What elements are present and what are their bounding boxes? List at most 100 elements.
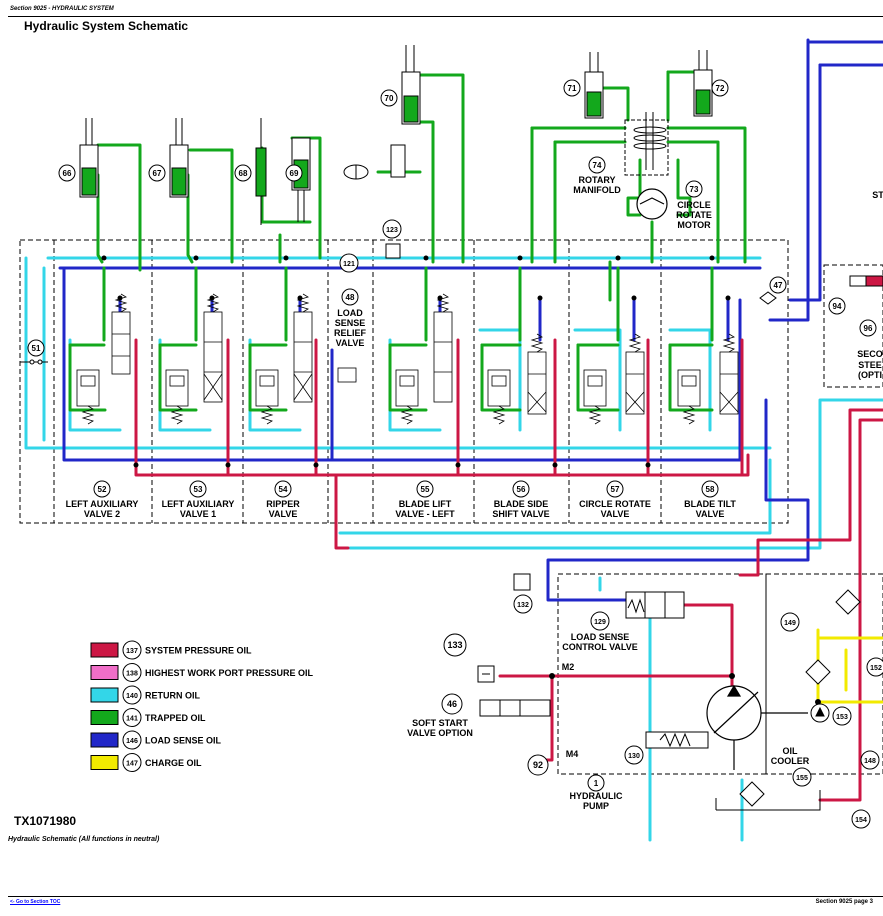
svg-text:140: 140 [126,693,138,700]
callout-129: 129 [590,611,610,631]
legend-swatch [90,732,119,748]
check-47 [759,291,777,305]
cut-label-opti: (OPTI [858,370,882,380]
svg-text:66: 66 [63,169,72,178]
callout-132: 132 [513,594,533,614]
svg-text:CIRCLE ROTATE: CIRCLE ROTATE [579,499,651,509]
motor-label-2: ROTATE [676,210,712,220]
svg-text:154: 154 [855,817,867,824]
svg-text:69: 69 [290,169,299,178]
svg-text:153: 153 [836,714,848,721]
svg-text:47: 47 [774,281,783,290]
legend-swatch [90,755,119,770]
port-m2-label: M2 [562,662,575,672]
callout-96: 96 [859,319,877,337]
svg-text:48: 48 [346,293,355,302]
footer-divider [8,896,883,897]
relief-123 [343,144,406,259]
legend-item-140: 140 RETURN OIL [90,685,201,705]
lsc-valve-label-2: CONTROL VALVE [562,642,638,652]
callout-72: 72 [711,79,729,97]
svg-text:152: 152 [870,665,882,672]
rotary-manifold [624,112,669,176]
go-to-toc-link[interactable]: <- Go to Section TOC [10,899,61,905]
load-sense-lines [58,38,883,602]
svg-text:130: 130 [628,753,640,760]
secondary-steering-partial [849,275,883,287]
callout-1: 1 [587,774,605,792]
callout-153: 153 [832,706,852,726]
svg-text:SHIFT VALVE: SHIFT VALVE [492,509,549,519]
rotary-manifold-label-2: MANIFOLD [573,185,621,195]
valve-spools [76,293,739,425]
svg-text:BLADE SIDE: BLADE SIDE [494,499,549,509]
callout-47: 47 [769,276,787,294]
legend-item-146: 146 LOAD SENSE OIL [90,730,222,750]
svg-text:58: 58 [706,485,715,494]
svg-text:73: 73 [690,185,699,194]
legend-swatch [90,642,119,658]
callout-66: 66 [58,164,76,182]
svg-text:137: 137 [126,648,138,655]
circle-rotate-motor [636,188,668,220]
callout-148: 148 [860,750,880,770]
svg-text:53: 53 [194,485,203,494]
svg-text:1: 1 [594,779,599,788]
soft-start-label-2: VALVE OPTION [407,728,473,738]
legend-item-137: 137 SYSTEM PRESSURE OIL [90,640,252,660]
rotary-manifold-label: ROTARY [579,175,616,185]
svg-text:BLADE TILT: BLADE TILT [684,499,736,509]
relief-label-1: LOAD [337,308,363,318]
header-divider [8,16,883,17]
legend-label: SYSTEM PRESSURE OIL [145,646,252,656]
svg-text:52: 52 [98,485,107,494]
callout-68: 68 [234,164,252,182]
cylinder-70 [401,45,421,125]
cylinder-66 [79,118,99,198]
callout-69: 69 [285,164,303,182]
port-m4-label: M4 [566,749,579,759]
svg-text:146: 146 [126,738,138,745]
svg-text:LEFT AUXILIARY: LEFT AUXILIARY [66,499,139,509]
junction-dots [101,255,821,705]
svg-text:96: 96 [864,324,873,333]
svg-text:141: 141 [126,716,138,723]
test-port-132 [513,573,531,591]
diagram-id: TX1071980 [14,814,77,828]
callout-46: 46 [441,693,463,715]
trapped-oil-lines [68,70,747,412]
cut-label-seco: SECO [857,349,883,359]
soft-start-valve [479,699,551,717]
load-sense-control-valve [625,591,685,619]
svg-text:46: 46 [447,699,457,709]
callout-71: 71 [563,79,581,97]
section-header: Section 9025 - HYDRAULIC SYSTEM [10,6,114,12]
charge-pump-153 [810,703,830,723]
legend-label: HIGHEST WORK PORT PRESSURE OIL [145,668,314,678]
relief-label-3: RELIEF [334,328,367,338]
legend-label: CHARGE OIL [145,758,202,768]
callout-133: 133 [443,633,467,657]
callout-130: 130 [624,745,644,765]
svg-text:72: 72 [716,84,725,93]
svg-text:VALVE 1: VALVE 1 [180,509,216,519]
legend-label: RETURN OIL [145,691,201,701]
svg-text:54: 54 [279,485,288,494]
svg-text:94: 94 [833,302,842,311]
callout-67: 67 [148,164,166,182]
callout-154: 154 [851,809,871,829]
callout-48: 48 [341,288,359,306]
svg-text:123: 123 [386,227,398,234]
legend-swatch [90,710,119,725]
svg-text:149: 149 [784,620,796,627]
legend-label: LOAD SENSE OIL [145,736,222,746]
svg-text:VALVE 2: VALVE 2 [84,509,120,519]
legend-swatch [90,687,119,703]
check-51 [20,359,48,365]
